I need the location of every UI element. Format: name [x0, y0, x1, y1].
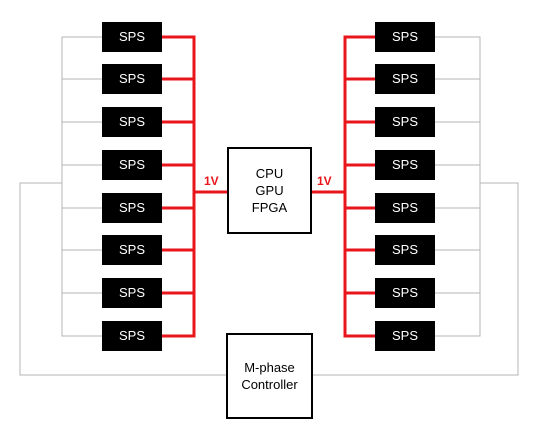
left-sps-module: SPS: [102, 278, 162, 308]
processor-cpu-label: CPU: [255, 166, 284, 181]
left-sps-module: SPS: [102, 321, 162, 351]
left-sps-module: SPS: [102, 150, 162, 180]
right-sps-module: SPS: [375, 22, 435, 52]
processor-gpu-label: GPU: [255, 183, 284, 198]
processor-box: CPU GPU FPGA: [227, 147, 312, 234]
left-sps-module: SPS: [102, 235, 162, 265]
right-sps-module: SPS: [375, 150, 435, 180]
right-voltage-label: 1V: [317, 174, 332, 188]
left-sps-module: SPS: [102, 22, 162, 52]
right-sps-module: SPS: [375, 193, 435, 223]
left-sps-module: SPS: [102, 64, 162, 94]
controller-line1-label: M-phase: [244, 360, 295, 375]
processor-fpga-label: FPGA: [251, 200, 288, 215]
right-sps-module: SPS: [375, 235, 435, 265]
right-sps-module: SPS: [375, 107, 435, 137]
left-controller-link: [19, 182, 226, 376]
right-controller-link: [313, 182, 519, 376]
controller-box: M-phase Controller: [226, 333, 313, 419]
right-sps-module: SPS: [375, 321, 435, 351]
left-sps-module: SPS: [102, 193, 162, 223]
left-voltage-label: 1V: [204, 174, 219, 188]
right-sps-module: SPS: [375, 278, 435, 308]
left-sps-module: SPS: [102, 107, 162, 137]
right-sps-module: SPS: [375, 64, 435, 94]
controller-line2-label: Controller: [241, 377, 298, 392]
